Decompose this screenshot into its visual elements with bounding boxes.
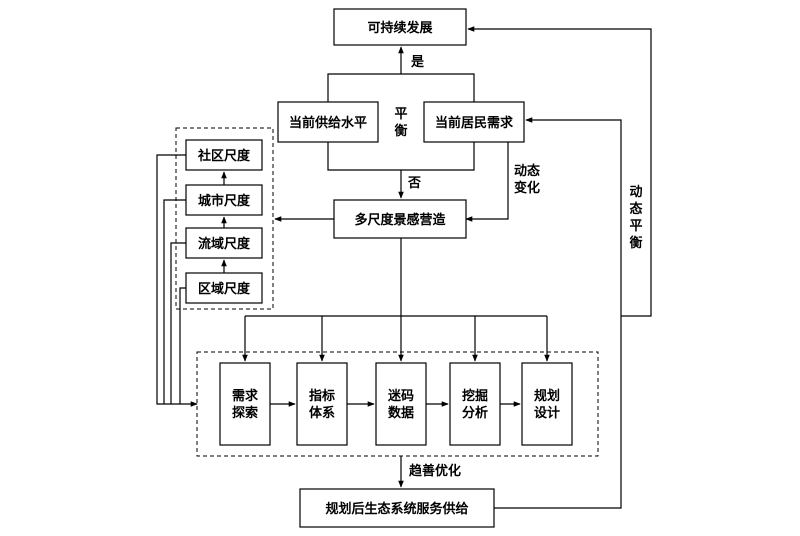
node-mining-box [449, 362, 501, 446]
node-demand: 当前居民需求 [435, 115, 514, 131]
label-balance-1: 平 [394, 107, 407, 122]
node-city: 城市尺度 [198, 193, 251, 209]
node-basin-box [185, 227, 263, 259]
connector-region-to-process [179, 287, 186, 404]
node-mining-line1: 挖掘 [462, 388, 488, 404]
node-multiscale: 多尺度景感营造 [354, 212, 446, 228]
arrow-service-to-demand [494, 117, 622, 509]
label-no: 否 [407, 176, 421, 191]
node-supply-box [277, 101, 379, 143]
arrow-to-sustainable-feedback [467, 26, 652, 317]
label-balance-2: 衡 [394, 123, 407, 139]
node-community: 社区尺度 [197, 148, 251, 164]
node-explore-line2: 探索 [232, 405, 258, 421]
node-multiscale-box [333, 199, 467, 239]
scale-group-dashed-box [175, 127, 274, 310]
node-code-line1: 迷码 [387, 388, 414, 404]
connector-supply-demand-bottom [327, 142, 475, 171]
connector-supply-demand-top [327, 73, 475, 102]
node-community-box [185, 139, 263, 171]
node-basin: 流域尺度 [198, 236, 251, 252]
node-mining-line2: 分析 [462, 405, 488, 421]
node-region-box [185, 272, 263, 304]
arrow-dynamic-change [465, 142, 509, 222]
label-dyn-balance-3: 平 [629, 219, 642, 234]
node-planning-line2: 设计 [534, 405, 560, 421]
node-code-box [375, 362, 427, 446]
node-region: 区域尺度 [198, 281, 251, 297]
node-demand-box [423, 101, 525, 143]
node-planning-line1: 规划 [534, 388, 560, 404]
node-sustainable-box [333, 8, 467, 46]
node-service-box [299, 488, 495, 528]
label-dyn-balance-2: 态 [629, 201, 642, 217]
node-indicator-line1: 指标 [309, 388, 335, 404]
label-dyn-balance-4: 衡 [629, 235, 642, 251]
node-indicator-line2: 体系 [309, 405, 335, 421]
node-supply: 当前供给水平 [289, 115, 367, 131]
label-dynamic-change-1: 动态 [514, 163, 540, 179]
node-sustainable: 可持续发展 [367, 20, 433, 36]
connector-city-to-process [163, 199, 186, 404]
node-explore-line1: 需求 [232, 388, 259, 404]
node-indicator-box [296, 362, 348, 446]
connector-community-to-process [156, 154, 198, 407]
node-service: 规划后生态系统服务供给 [325, 501, 468, 517]
label-optimize: 趋善优化 [409, 463, 461, 479]
label-dynamic-change-2: 变化 [514, 180, 540, 196]
label-dyn-balance-1: 动 [629, 185, 642, 200]
label-yes: 是 [410, 55, 425, 70]
node-explore-box [219, 362, 271, 446]
connector-basin-to-process [170, 242, 186, 404]
node-code-line2: 数据 [388, 405, 414, 421]
node-planning-box [521, 362, 573, 446]
